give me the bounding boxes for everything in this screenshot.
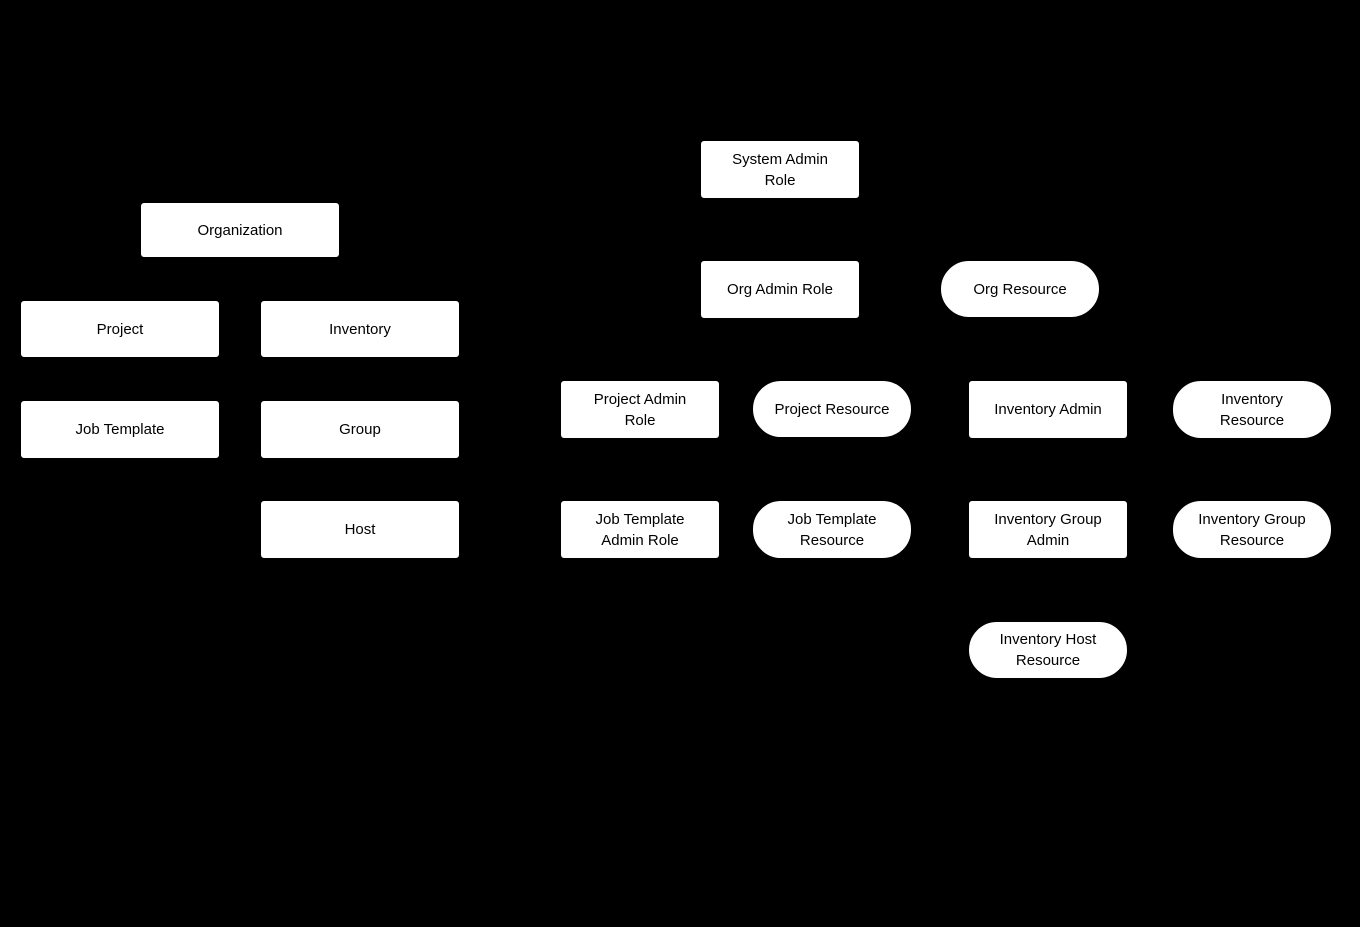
node-inventory-group-admin: Inventory Group Admin [969,501,1127,558]
node-inventory-resource: Inventory Resource [1173,381,1331,438]
node-project-resource: Project Resource [753,381,911,437]
node-host: Host [261,501,459,558]
node-job-template: Job Template [21,401,219,458]
node-job-template-resource: Job Template Resource [753,501,911,558]
node-org-resource: Org Resource [941,261,1099,317]
node-inventory: Inventory [261,301,459,357]
node-job-template-admin-role: Job Template Admin Role [561,501,719,558]
node-inventory-host-resource: Inventory Host Resource [969,622,1127,678]
node-system-admin-role: System Admin Role [701,141,859,198]
node-org-admin-role: Org Admin Role [701,261,859,318]
node-inventory-admin: Inventory Admin [969,381,1127,438]
node-project: Project [21,301,219,357]
node-group: Group [261,401,459,458]
node-organization: Organization [141,203,339,257]
node-project-admin-role: Project Admin Role [561,381,719,438]
node-inventory-group-resource: Inventory Group Resource [1173,501,1331,558]
